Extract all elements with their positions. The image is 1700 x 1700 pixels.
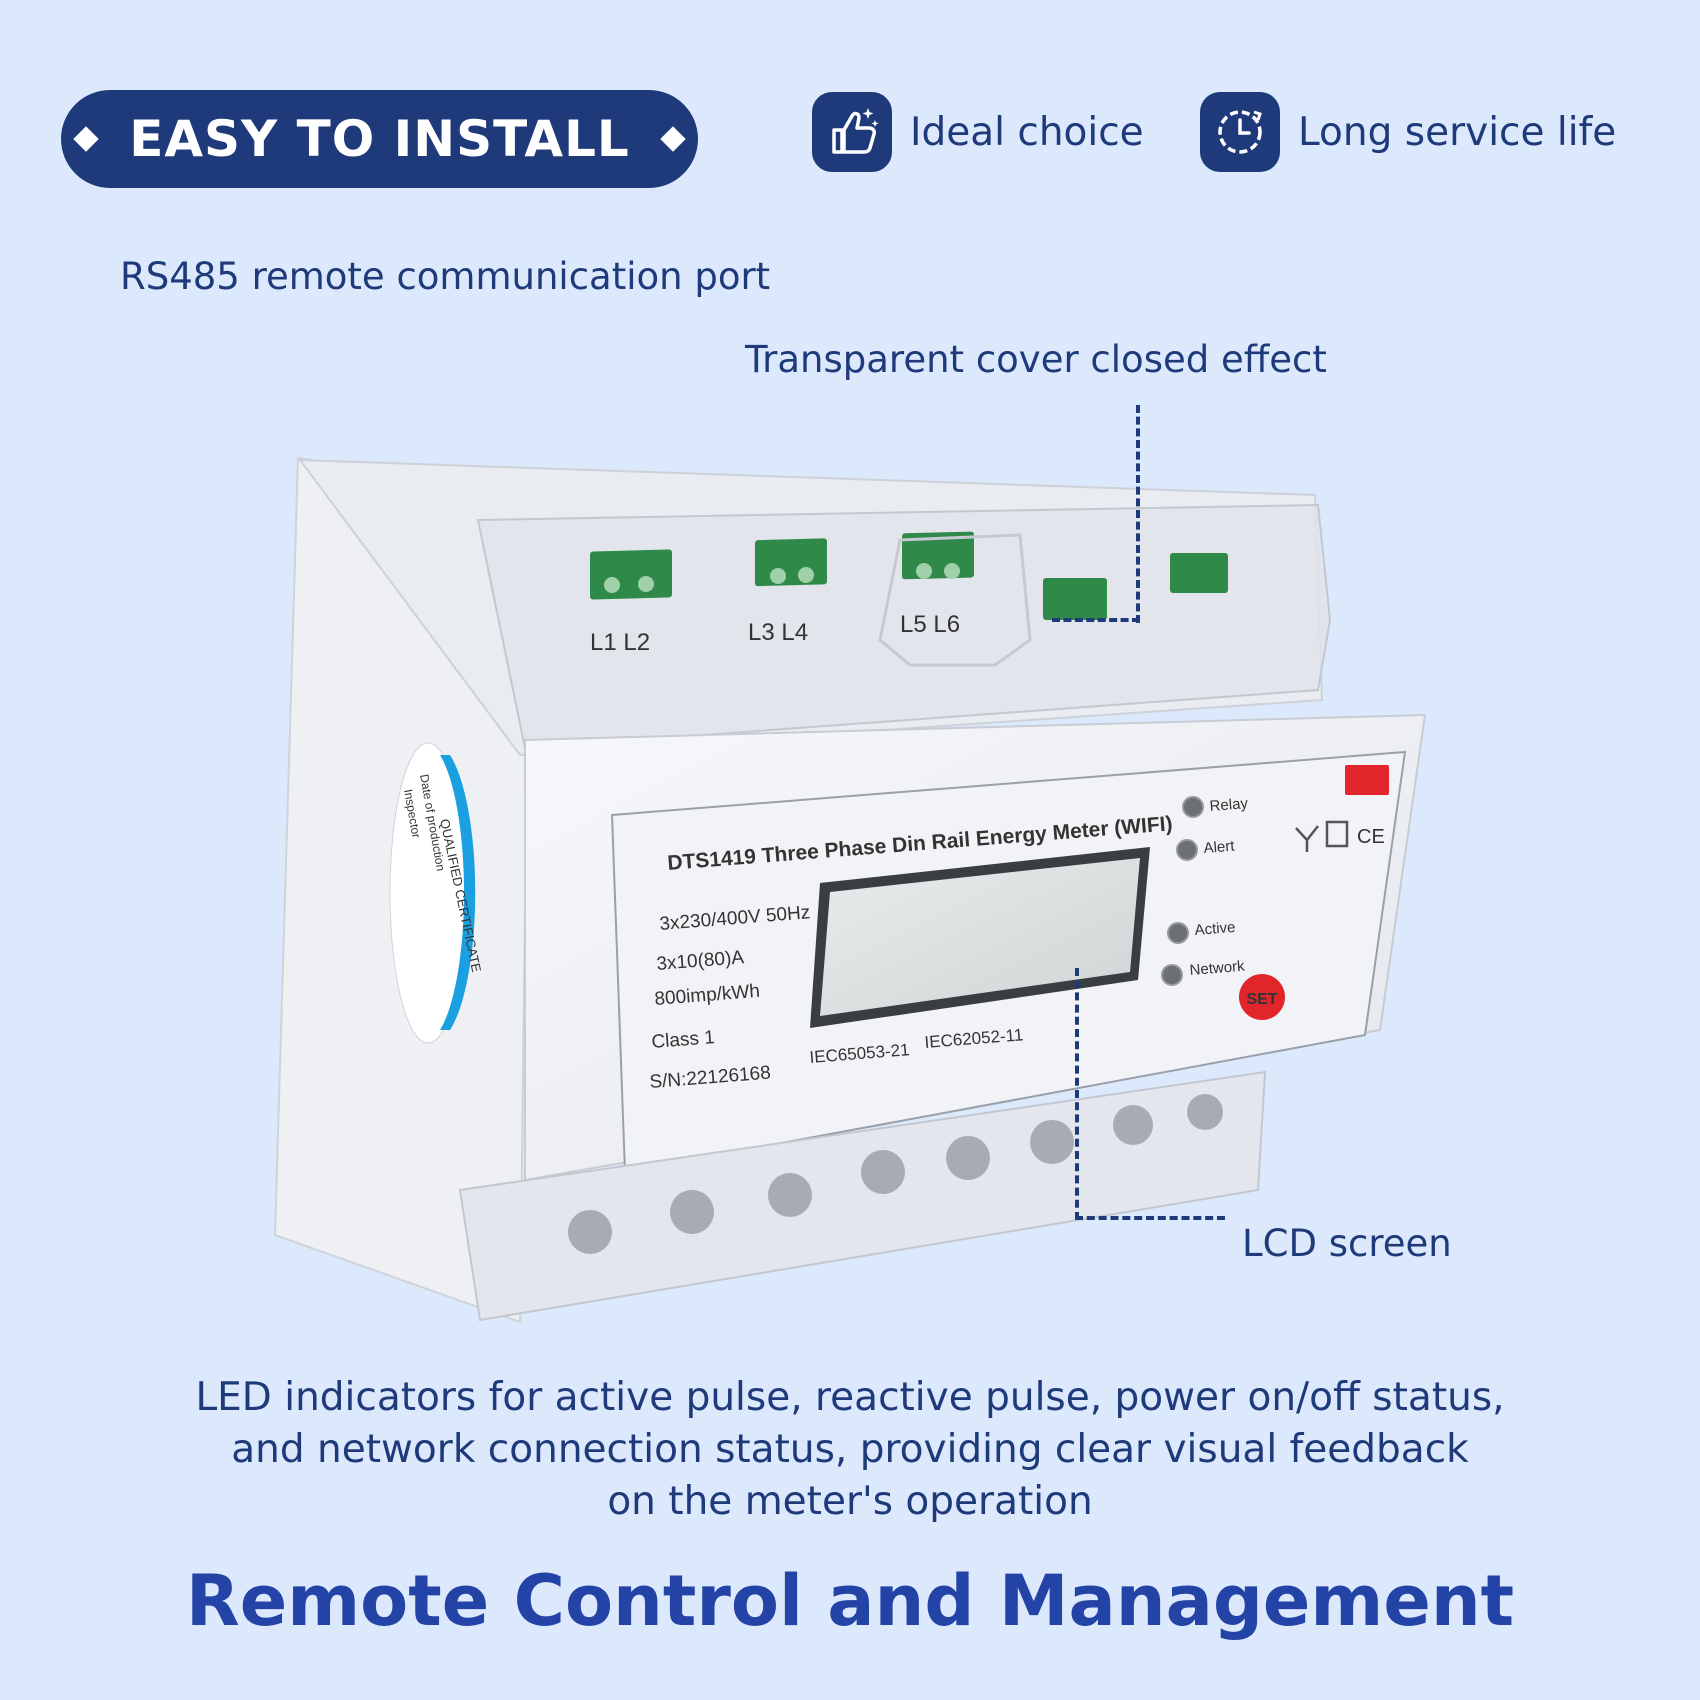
terminal-label: L5 L6 [900,611,960,638]
indicator-label: Relay [1209,795,1249,815]
led-indicators [1161,796,1204,986]
terminal-label: L1 L2 [590,629,650,656]
callout-line [1075,1216,1225,1220]
double-insulation-icon [1325,820,1349,848]
sealing-clip [878,533,1032,667]
ce-mark: CE [1357,826,1385,848]
indicator-label: Network [1189,958,1246,979]
callout-line [1075,968,1079,1220]
feature-label: Long service life [1298,109,1617,155]
led-active [1167,922,1189,944]
lcd-screen [820,858,1140,1016]
description-line: LED indicators for active pulse, reactiv… [195,1375,1505,1420]
feature-long-service-life: Long service life [1200,92,1616,172]
feature-ideal-choice: Ideal choice [812,92,1144,172]
indicator-label: Alert [1203,838,1236,857]
set-button [1239,974,1285,1020]
top-terminals [590,531,1228,620]
thumbs-up-icon [812,92,892,172]
easy-to-install-badge: EASY TO INSTALL [61,90,698,188]
terminal-label: L3 L4 [748,619,808,646]
callout-line [1052,618,1140,622]
led-relay [1182,796,1204,818]
badge-label: EASY TO INSTALL [129,110,630,168]
led-network [1161,964,1183,986]
transparent-top-cover [476,503,1332,750]
led-alert [1176,839,1198,861]
indicator-label: Active [1194,919,1236,939]
feature-label: Ideal choice [910,109,1144,155]
led-description: LED indicators for active pulse, reactiv… [0,1372,1700,1528]
page-headline: Remote Control and Management [185,1560,1515,1642]
callout-lcd-screen: LCD screen [1242,1222,1452,1265]
antenna-icon [1295,825,1319,852]
callout-line [1136,405,1140,623]
callout-rs485: RS485 remote communication port [120,255,771,298]
meter-spec: Class 1 [651,1027,716,1053]
set-button-label: SET [1246,991,1277,1008]
clock-icon [1200,92,1280,172]
bottom-screw-holes [568,1094,1223,1254]
red-seal [1345,765,1389,795]
callout-transparent-cover: Transparent cover closed effect [745,338,1327,381]
description-line: and network connection status, providing… [231,1427,1469,1472]
description-line: on the meter's operation [607,1479,1093,1524]
